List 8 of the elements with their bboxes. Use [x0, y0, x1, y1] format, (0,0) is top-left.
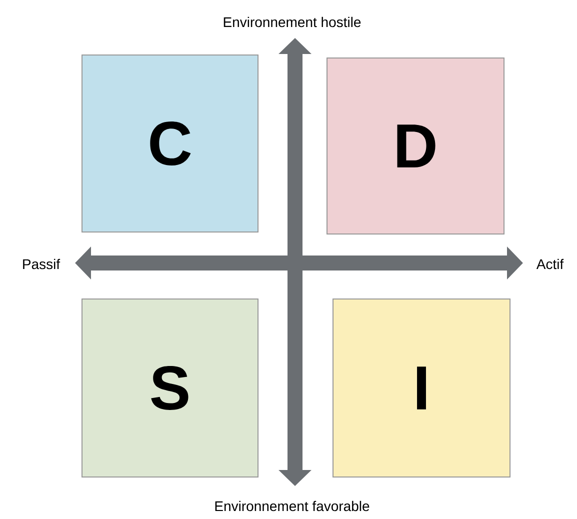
axis-label: Environnement favorable	[215, 500, 370, 512]
quadrant-box: I	[332, 298, 510, 478]
axis-label: Environnement hostile	[224, 16, 361, 28]
quadrant-box: D	[326, 58, 504, 234]
axis-label: Actif	[536, 258, 564, 270]
quadrant-box: S	[82, 298, 258, 478]
quadrant-box: C	[82, 54, 258, 232]
axis-label: Passif	[23, 258, 60, 270]
